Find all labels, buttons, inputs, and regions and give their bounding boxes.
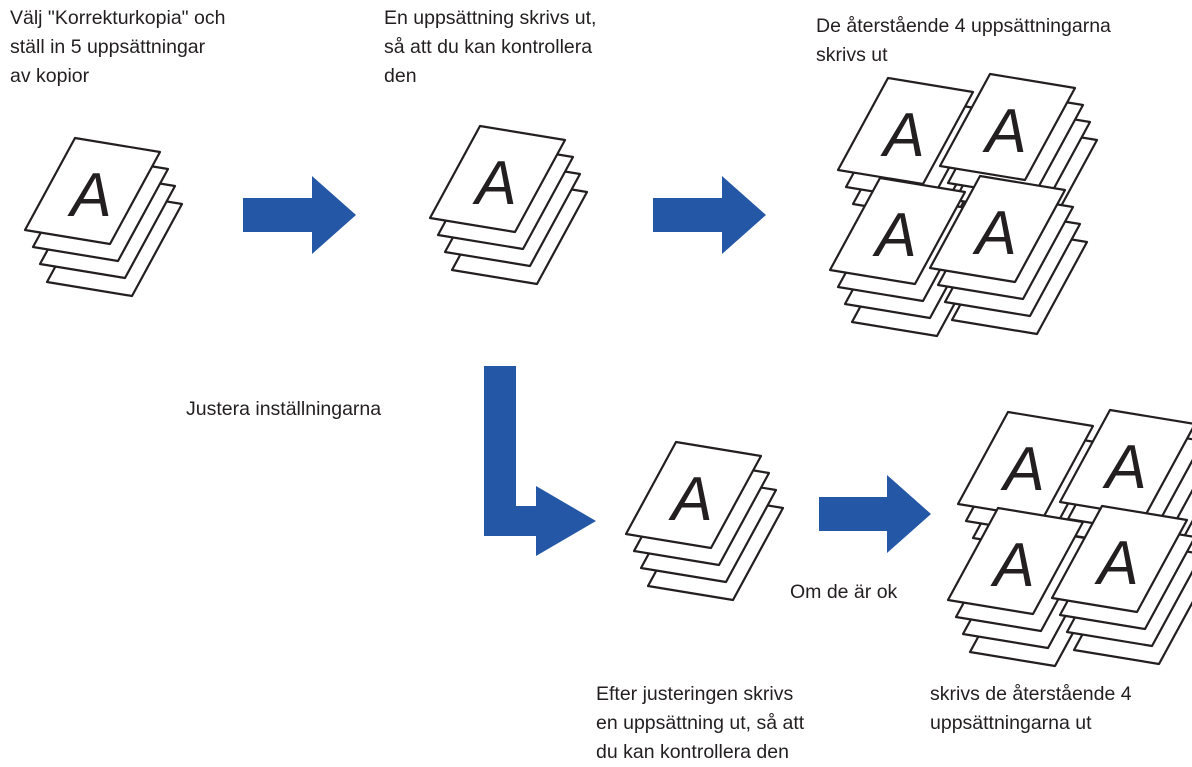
caption-step2: En uppsättning skrivs ut, så att du kan … bbox=[384, 4, 596, 91]
caption-step4: Efter justeringen skrivs en uppsättning … bbox=[596, 680, 804, 767]
caption-line: De återstående 4 uppsättningarna bbox=[816, 15, 1111, 37]
caption-line: en uppsättning ut, så att bbox=[596, 712, 805, 734]
paper-stack-original: A bbox=[25, 138, 182, 296]
caption-line: skrivs ut bbox=[816, 44, 888, 66]
page-letter: A bbox=[667, 465, 712, 534]
caption-line: du kan kontrollera den bbox=[596, 741, 789, 763]
page-letter: A bbox=[999, 435, 1044, 504]
caption-line: av kopior bbox=[10, 65, 90, 87]
caption-line: skrivs de återstående 4 bbox=[930, 683, 1132, 705]
caption-ok: Om de är ok bbox=[790, 578, 897, 607]
caption-step1: Välj "Korrekturkopia" och ställ in 5 upp… bbox=[10, 4, 225, 91]
arrow-right-2 bbox=[653, 176, 766, 254]
caption-adjust: Justera inställningarna bbox=[186, 395, 381, 424]
paper-stacks-final: A A A A bbox=[948, 410, 1192, 666]
page-letter: A bbox=[1093, 529, 1138, 598]
caption-line: uppsättningarna ut bbox=[930, 712, 1092, 734]
page-letter: A bbox=[981, 97, 1026, 166]
caption-step3: De återstående 4 uppsättningarna skrivs … bbox=[816, 12, 1111, 70]
page-letter: A bbox=[971, 199, 1016, 268]
page-letter: A bbox=[471, 149, 516, 218]
caption-line: Om de är ok bbox=[790, 581, 898, 603]
caption-line: den bbox=[384, 65, 417, 87]
arrow-adjust-l bbox=[484, 366, 596, 556]
caption-line: så att du kan kontrollera bbox=[384, 36, 593, 58]
caption-line: Justera inställningarna bbox=[186, 398, 382, 420]
arrow-right-1 bbox=[243, 176, 356, 254]
page-letter: A bbox=[879, 101, 924, 170]
page-letter: A bbox=[871, 201, 916, 270]
paper-stack-adjusted-proof: A bbox=[626, 442, 783, 600]
caption-line: En uppsättning skrivs ut, bbox=[384, 7, 597, 29]
page-letter: A bbox=[1101, 433, 1146, 502]
page-letter: A bbox=[989, 531, 1034, 600]
caption-line: ställ in 5 uppsättningar bbox=[10, 36, 206, 58]
caption-step5: skrivs de återstående 4 uppsättningarna … bbox=[930, 680, 1132, 738]
page-letter: A bbox=[66, 161, 111, 230]
paper-stack-proof: A bbox=[430, 126, 587, 284]
caption-line: Efter justeringen skrivs bbox=[596, 683, 794, 705]
paper-stacks-remaining: A A A A bbox=[830, 74, 1097, 336]
arrow-right-3 bbox=[819, 475, 931, 553]
caption-line: Välj "Korrekturkopia" och bbox=[10, 7, 226, 29]
